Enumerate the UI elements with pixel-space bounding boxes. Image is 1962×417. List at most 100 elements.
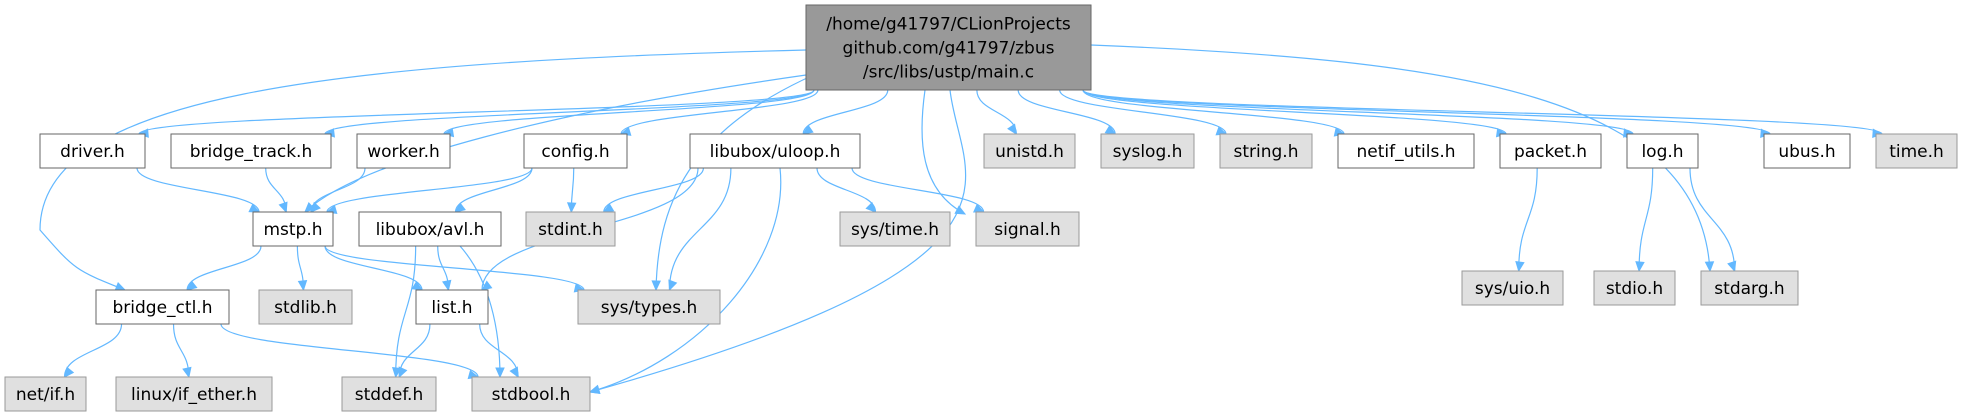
node-driver[interactable]: driver.h [39, 133, 146, 169]
edge-line [1638, 167, 1654, 272]
edge-log-to-stdio [1635, 167, 1654, 273]
edge-main-to-bridge_track [323, 89, 815, 138]
node-box [252, 211, 334, 247]
node-box [975, 211, 1080, 247]
edge-line [1059, 89, 1227, 135]
edge-line [220, 323, 479, 378]
node-box [805, 4, 1092, 91]
node-worker[interactable]: worker.h [356, 133, 451, 169]
node-box [115, 376, 273, 412]
node-label: log.h [1641, 142, 1683, 162]
edge-line [186, 245, 262, 291]
node-mstp[interactable]: mstp.h [252, 211, 334, 247]
node-box [689, 133, 861, 169]
edge-driver-to-mstp [136, 167, 261, 213]
node-unistd: unistd.h [983, 133, 1076, 169]
node-label: time.h [1889, 142, 1944, 162]
arrowhead-icon [865, 201, 877, 213]
node-label: stdarg.h [1714, 279, 1784, 299]
node-box [415, 289, 489, 325]
edge-uloop-to-systime [816, 167, 877, 213]
edge-main-to-ubus [1082, 89, 1772, 138]
arrowhead-icon [442, 279, 452, 292]
node-avl[interactable]: libubox/avl.h [358, 211, 502, 247]
node-label: ubus.h [1778, 142, 1835, 162]
node-box [523, 133, 628, 169]
edge-main-to-packet [1082, 89, 1508, 138]
edge-line [39, 49, 807, 291]
node-label: linux/if_ether.h [131, 385, 257, 405]
arrowhead-icon [398, 366, 408, 379]
edge-uloop-to-stdint [602, 167, 705, 213]
node-sysuio: sys/uio.h [1461, 270, 1564, 306]
node-config[interactable]: config.h [523, 133, 628, 169]
edge-main-to-driver [137, 89, 815, 138]
node-box [356, 133, 451, 169]
edge-avl-to-stddef [392, 245, 417, 379]
node-stdint: stdint.h [525, 211, 616, 247]
node-label: packet.h [1514, 142, 1587, 162]
node-syslog: syslog.h [1100, 133, 1195, 169]
arrowhead-icon [304, 202, 316, 213]
edge-line [136, 167, 260, 213]
node-bridge-track[interactable]: bridge_track.h [170, 133, 332, 169]
arrowhead-icon [278, 201, 288, 214]
arrowhead-icon [566, 202, 577, 214]
edge-list-to-stddef [398, 323, 431, 379]
node-packet[interactable]: packet.h [1499, 133, 1602, 169]
node-netif: net/if.h [4, 376, 87, 412]
node-label: driver.h [60, 142, 125, 162]
node-box [1219, 133, 1313, 169]
node-box [1626, 133, 1699, 169]
edge-line [1090, 44, 1711, 272]
edge-line [851, 167, 985, 213]
node-box [577, 289, 721, 325]
node-box [4, 376, 87, 412]
edge-bridge_ctl-to-ifether [172, 323, 192, 379]
node-box [1499, 133, 1602, 169]
node-uloop[interactable]: libubox/uloop.h [689, 133, 861, 169]
edge-list-to-stdbool [479, 323, 519, 379]
edge-mstp-to-stdlib [296, 245, 308, 292]
edge-line [63, 323, 123, 378]
node-box [471, 376, 591, 412]
edge-line [1082, 89, 1883, 135]
node-label: /home/g41797/CLionProjects [826, 15, 1071, 35]
node-box [358, 211, 502, 247]
node-label: sys/uio.h [1475, 279, 1550, 299]
node-box [341, 376, 437, 412]
node-label: sys/types.h [601, 298, 698, 318]
edge-main-to-uloop [802, 89, 889, 135]
node-time: time.h [1875, 133, 1958, 169]
edge-main-to-unistd [976, 89, 1018, 136]
edge-mstp-to-bridge_ctl [186, 245, 262, 291]
node-main[interactable]: /home/g41797/CLionProjectsgithub.com/g41… [805, 4, 1092, 91]
node-label: unistd.h [995, 142, 1064, 162]
node-stdarg: stdarg.h [1700, 270, 1799, 306]
edge-main-to-bridge_ctl [39, 49, 807, 291]
node-bridge-ctl[interactable]: bridge_ctl.h [95, 289, 230, 325]
node-label: string.h [1234, 142, 1299, 162]
edge-line [454, 167, 533, 213]
node-box [1593, 270, 1676, 306]
node-label: sys/time.h [851, 220, 939, 240]
node-log[interactable]: log.h [1626, 133, 1699, 169]
edge-bridge_ctl-to-netif [63, 323, 123, 378]
node-netif-utils[interactable]: netif_utils.h [1337, 133, 1475, 169]
edge-worker-to-mstp [310, 167, 366, 213]
node-box [1337, 133, 1475, 169]
node-box [1100, 133, 1195, 169]
edge-line [816, 167, 877, 213]
edge-config-to-avl [454, 167, 533, 213]
node-label: worker.h [367, 142, 440, 162]
edge-avl-to-stdbool [459, 245, 505, 379]
node-list[interactable]: list.h [415, 289, 489, 325]
edge-bridge_track-to-mstp [265, 167, 288, 214]
node-box [983, 133, 1076, 169]
node-box [170, 133, 332, 169]
edge-line [443, 89, 815, 135]
node-label: config.h [541, 142, 609, 162]
node-ubus[interactable]: ubus.h [1763, 133, 1851, 169]
edge-config-to-mstp [325, 167, 533, 214]
arrowhead-icon [182, 366, 192, 379]
